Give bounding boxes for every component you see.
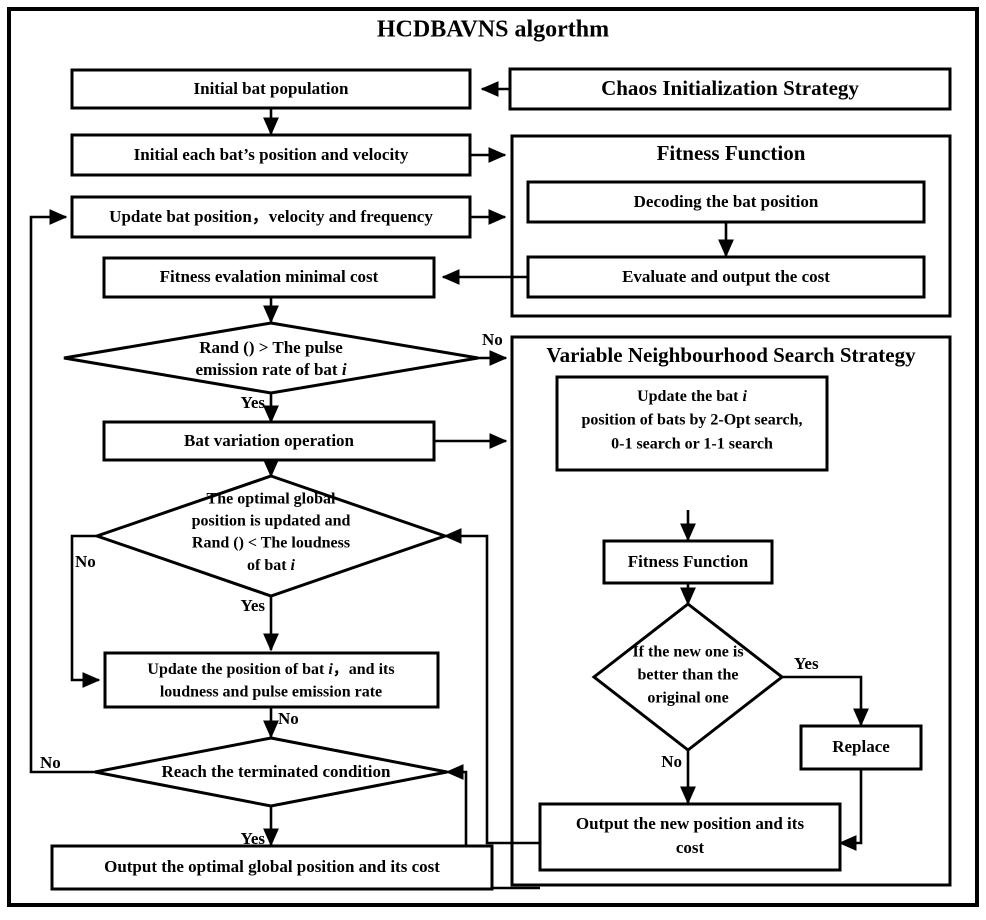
node-initial-bat-population[interactable]: Initial bat population	[70, 68, 472, 110]
decision-label-rand-pulse-line2: emission rate of bat i	[195, 360, 346, 379]
node-label-output-new-position-line2: cost	[676, 838, 705, 857]
connectors	[29, 80, 870, 890]
panel-title-fitness-function: Fitness Function	[657, 141, 806, 165]
node-label-initial-bat-population: Initial bat population	[194, 79, 349, 98]
node-label-evaluate-and-output-the-cost: Evaluate and output the cost	[622, 267, 830, 286]
node-output-new-position[interactable]: Output the new position and its cost	[538, 802, 842, 872]
decision-label-optimal-line2: position is updated and	[192, 513, 351, 530]
edge-outputnew-to-terminated	[445, 763, 540, 890]
decision-label-newbetter-line3: original one	[647, 690, 728, 707]
node-label-output-optimal-global: Output the optimal global position and i…	[104, 857, 440, 876]
edge-label-randpulse-yes: Yes	[240, 393, 265, 412]
node-label-update-2opt-line1: Update the bat i	[637, 388, 747, 405]
node-evaluate-and-output-the-cost[interactable]: Evaluate and output the cost	[526, 255, 926, 299]
edge-optimal-no-to-updatepos	[70, 534, 103, 689]
decision-label-optimal-line3: Rand () < The loudness	[192, 535, 350, 552]
diagram-frame	[7, 7, 979, 907]
decision-label-optimal-line4: of bat i	[247, 557, 296, 574]
decision-rand-pulse-emission[interactable]: Rand () > The pulse emission rate of bat…	[63, 321, 479, 395]
edge-outputnew-to-optimalglobal	[443, 527, 540, 845]
node-initial-each-bat[interactable]: Initial each bat’s position and velocity	[70, 133, 472, 177]
edge-replace-to-outputnew	[838, 769, 863, 852]
node-replace[interactable]: Replace	[799, 724, 923, 771]
edge-label-randpulse-no: No	[482, 330, 503, 349]
decision-reach-terminated-condition[interactable]: Reach the terminated condition	[94, 736, 448, 808]
edge-newbetter-yes-to-replace	[782, 675, 870, 727]
node-label-replace: Replace	[832, 737, 890, 756]
edge-label-updatepos-no: No	[278, 709, 299, 728]
node-label-update-2opt-line3: 0-1 search or 1-1 search	[611, 436, 773, 453]
edge-label-optimal-yes: Yes	[240, 596, 265, 615]
node-bat-variation-operation[interactable]: Bat variation operation	[102, 420, 436, 462]
decision-optimal-global-position[interactable]: The optimal global position is updated a…	[92, 474, 450, 598]
node-label-update-position-line1: Update the position of bat i，and its	[147, 661, 394, 678]
node-fitness-evalation-minimal-cost[interactable]: Fitness evalation minimal cost	[102, 256, 436, 299]
node-label-bat-variation-operation: Bat variation operation	[184, 431, 355, 450]
decision-label-newbetter-line2: better than the	[637, 667, 738, 684]
node-chaos-initialization-strategy[interactable]: Chaos Initialization Strategy	[508, 67, 952, 111]
edge-label-newbetter-yes: Yes	[794, 654, 819, 673]
node-update-position-loudness[interactable]: Update the position of bat i，and its lou…	[103, 651, 440, 709]
node-label-update-2opt-line2: position of bats by 2-Opt search,	[581, 412, 802, 429]
node-label-fitness-evalation-minimal-cost: Fitness evalation minimal cost	[160, 267, 379, 286]
panel-title-variable-neighbourhood-search: Variable Neighbourhood Search Strategy	[546, 343, 916, 367]
panel-fitness-function: Fitness Function	[510, 134, 952, 318]
decision-label-optimal-line1: The optimal global	[207, 491, 336, 508]
node-vns-fitness-function[interactable]: Fitness Function	[602, 539, 774, 585]
edge-label-terminated-no: No	[40, 753, 61, 772]
node-label-update-bat-position: Update bat position，velocity and frequen…	[109, 207, 433, 226]
node-output-optimal-global[interactable]: Output the optimal global position and i…	[50, 844, 494, 891]
decision-label-newbetter-line1: If the new one is	[632, 644, 743, 661]
node-label-vns-fitness-function: Fitness Function	[628, 552, 749, 571]
node-label-decoding-the-bat-position: Decoding the bat position	[634, 192, 819, 211]
node-label-update-position-line2: loudness and pulse emission rate	[160, 684, 382, 701]
panel-variable-neighbourhood-search: Variable Neighbourhood Search Strategy	[510, 335, 952, 887]
decision-label-rand-pulse-line1: Rand () > The pulse	[199, 338, 343, 357]
node-label-chaos-initialization-strategy: Chaos Initialization Strategy	[601, 76, 859, 100]
node-label-initial-each-bat: Initial each bat’s position and velocity	[134, 145, 409, 164]
node-update-bat-position[interactable]: Update bat position，velocity and frequen…	[70, 195, 472, 239]
decision-label-terminated: Reach the terminated condition	[161, 762, 391, 781]
node-label-output-new-position-line1: Output the new position and its	[576, 814, 805, 833]
edge-label-optimal-no: No	[75, 552, 96, 571]
node-update-2opt-search[interactable]: Update the bat i position of bats by 2-O…	[555, 375, 829, 472]
node-decoding-the-bat-position[interactable]: Decoding the bat position	[526, 180, 926, 224]
edge-label-newbetter-no: No	[661, 752, 682, 771]
decision-new-one-better[interactable]: If the new one is better than the origin…	[591, 602, 785, 752]
page-title: HCDBAVNS algorthm	[377, 17, 609, 43]
edge-terminated-no-to-updatebat	[29, 208, 128, 774]
edge-label-terminated-yes: Yes	[240, 829, 265, 848]
